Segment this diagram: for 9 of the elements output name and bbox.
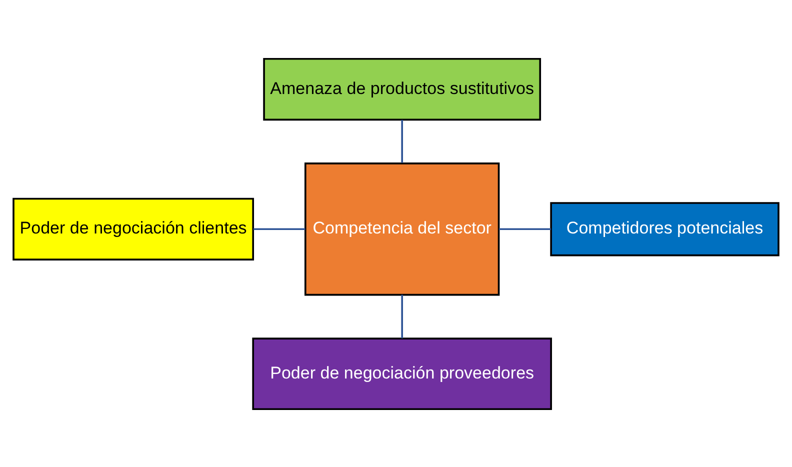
connector bbox=[499, 228, 551, 230]
node-box: Competidores potenciales bbox=[550, 202, 780, 256]
node-box: Poder de negociación proveedores bbox=[252, 337, 552, 410]
connector bbox=[401, 294, 403, 338]
node-box: Amenaza de productos sustitutivos bbox=[263, 57, 542, 120]
node-box: Competencia del sector bbox=[304, 162, 500, 296]
connector bbox=[254, 228, 306, 230]
node-box: Poder de negociación clientes bbox=[12, 197, 254, 260]
connector bbox=[401, 119, 403, 162]
